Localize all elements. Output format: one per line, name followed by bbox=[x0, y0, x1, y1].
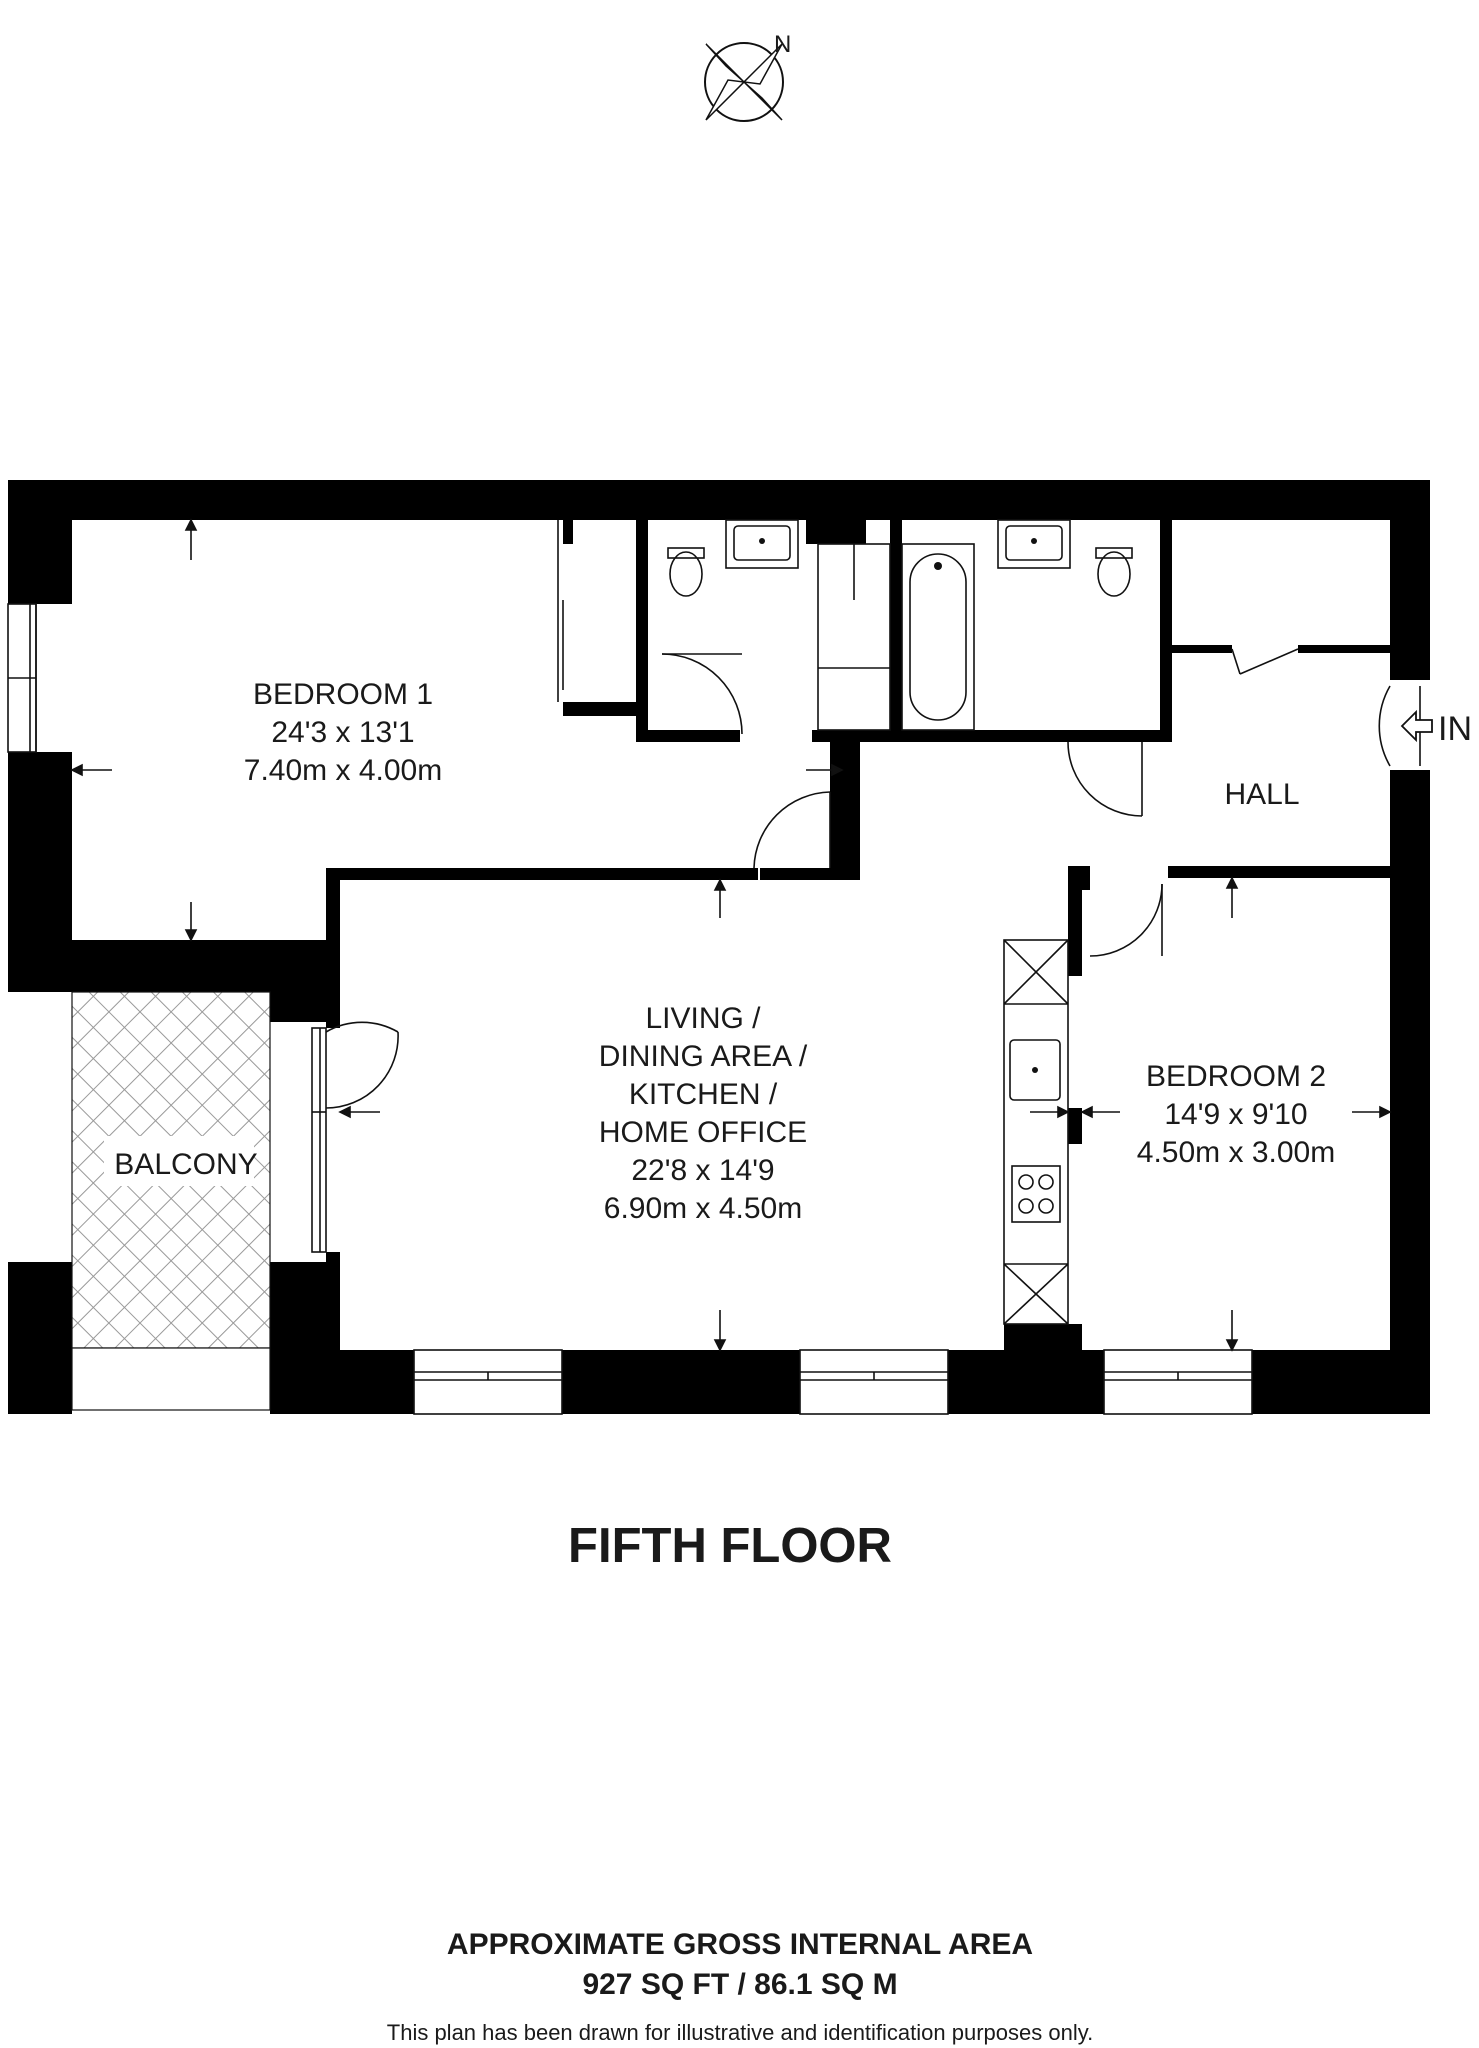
area-heading: APPROXIMATE GROSS INTERNAL AREA bbox=[447, 1928, 1033, 1961]
living-metric: 6.90m x 4.50m bbox=[604, 1192, 802, 1225]
living-line3: KITCHEN / bbox=[629, 1078, 778, 1111]
bedroom1-imperial: 24'3 x 13'1 bbox=[271, 716, 414, 749]
bathroom-fixtures bbox=[667, 519, 1133, 731]
bedroom2-imperial: 14'9 x 9'10 bbox=[1164, 1098, 1307, 1131]
doors bbox=[325, 520, 1421, 1109]
floor-title: FIFTH FLOOR bbox=[568, 1519, 892, 1573]
balcony-name: BALCONY bbox=[114, 1148, 257, 1181]
kitchen-fixtures bbox=[1003, 939, 1069, 1325]
bedroom2-metric: 4.50m x 3.00m bbox=[1137, 1136, 1335, 1169]
bedroom1-metric: 7.40m x 4.00m bbox=[244, 754, 442, 787]
living-imperial: 22'8 x 14'9 bbox=[631, 1154, 774, 1187]
living-line4: HOME OFFICE bbox=[599, 1116, 807, 1149]
area-value: 927 SQ FT / 86.1 SQ M bbox=[582, 1968, 897, 2001]
dimension-arrows bbox=[70, 518, 1392, 1352]
living-line2: DINING AREA / bbox=[599, 1040, 808, 1073]
entrance-label: IN bbox=[1438, 710, 1472, 748]
compass-icon bbox=[704, 42, 784, 122]
entrance-arrow-icon bbox=[1400, 709, 1433, 743]
bedroom2-name: BEDROOM 2 bbox=[1146, 1060, 1326, 1093]
bedroom1-name: BEDROOM 1 bbox=[253, 678, 433, 711]
living-line1: LIVING / bbox=[645, 1002, 761, 1035]
windows bbox=[7, 603, 1253, 1415]
hall-name: HALL bbox=[1224, 778, 1299, 811]
balcony-area bbox=[71, 991, 271, 1411]
north-label: N bbox=[774, 31, 791, 58]
disclaimer: This plan has been drawn for illustrativ… bbox=[387, 2020, 1093, 2045]
